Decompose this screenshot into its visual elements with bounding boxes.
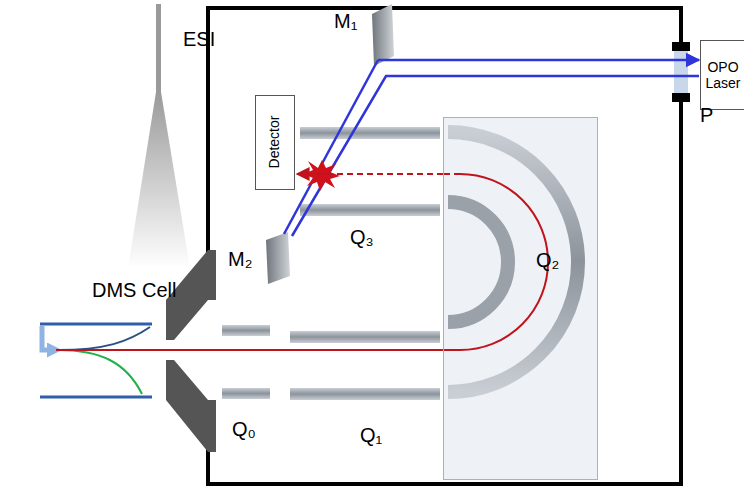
- laser-beam: [284, 60, 378, 234]
- part-label: Q₁: [360, 424, 382, 446]
- mirror: [372, 4, 394, 66]
- photodissociation-burst: [304, 160, 340, 191]
- q2-region: Q₂: [443, 117, 598, 480]
- q0-rod: [222, 388, 270, 399]
- part-label: Q₃: [350, 226, 374, 248]
- part-label: P: [700, 104, 713, 126]
- part-label: M₁: [334, 10, 357, 32]
- esi-needle: [156, 4, 161, 94]
- window-clamp: [672, 42, 690, 51]
- laser-beam: [378, 59, 699, 62]
- q3-rod: [300, 204, 440, 216]
- part-label: DMS Cell: [92, 279, 176, 301]
- q1-rod: [290, 388, 440, 400]
- dms-plate: [40, 323, 152, 326]
- node-label: Q₂: [536, 249, 559, 272]
- esi-spray: [128, 92, 190, 268]
- window-clamp: [672, 93, 690, 102]
- ion-trajectory: [58, 327, 150, 350]
- ion-beam-arrow: [297, 173, 443, 175]
- laser-beam: [292, 76, 699, 236]
- q2-region-fill: [443, 117, 598, 480]
- vacuum-housing: [208, 8, 681, 484]
- q0-rod: [222, 325, 270, 336]
- ion-path: [444, 173, 460, 175]
- skimmer-cone: [166, 360, 216, 452]
- node-label: OPO Laser: [703, 59, 743, 91]
- gas-inlet-arrow: [42, 326, 56, 350]
- part-label: ESI: [183, 28, 215, 50]
- mirror: [266, 232, 290, 284]
- q2-electrode: [448, 132, 578, 392]
- detector-box: Detector: [255, 95, 295, 190]
- laser-box: OPO Laser: [700, 40, 744, 110]
- laser-window: [674, 50, 688, 94]
- ion-trajectory: [58, 350, 142, 394]
- part-label: M₂: [228, 248, 252, 270]
- dms-plate: [40, 396, 152, 399]
- q3-rod: [300, 127, 440, 139]
- q1-rod: [290, 331, 440, 343]
- node-label: Detector: [266, 116, 282, 169]
- q2-electrode: [448, 202, 508, 322]
- part-label: Q₀: [232, 418, 256, 440]
